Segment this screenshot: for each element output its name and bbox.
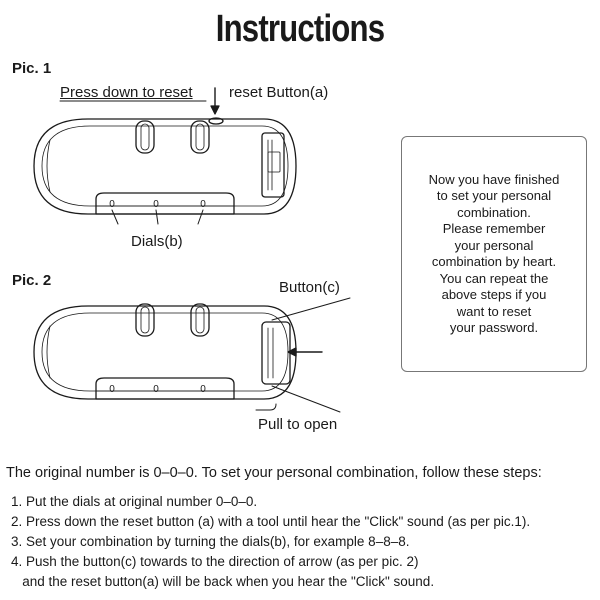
info-box: Now you have finished to set your person… — [401, 136, 587, 372]
dial-digit-3: 0 — [200, 199, 206, 210]
step-item: 3. Set your combination by turning the d… — [11, 534, 410, 549]
info-line: combination by heart. — [431, 254, 557, 269]
info-line: your password. — [449, 320, 539, 335]
pic1-label: Pic. 1 — [12, 60, 52, 77]
shackle-left — [135, 120, 155, 154]
info-line: above steps if you — [441, 287, 547, 302]
dial-digit-4: 0 — [109, 384, 115, 395]
shackle-right — [190, 120, 210, 154]
info-line: You can repeat the — [439, 270, 549, 286]
info-line: Please remember — [442, 221, 546, 236]
button-c-label: Button(c) — [279, 279, 340, 296]
step-item: and the reset button(a) will be back whe… — [11, 574, 435, 589]
step-item: 2. Press down the reset button (a) with … — [11, 514, 531, 529]
step-item: 4. Push the button(c) towards to the dir… — [11, 554, 419, 569]
step-item: 1. Put the dials at original number 0–0–… — [11, 494, 258, 509]
dials-label: Dials(b) — [131, 233, 183, 250]
end-cap-pic1 — [261, 132, 285, 198]
info-line: your personal — [454, 237, 534, 253]
pic2-label: Pic. 2 — [12, 272, 52, 289]
info-line: to set your personal — [436, 188, 552, 203]
press-down-label: Press down to reset — [60, 84, 193, 101]
info-line: want to reset — [456, 303, 532, 319]
dial-digit-5: 0 — [153, 384, 159, 395]
lock-pic2 — [33, 303, 297, 400]
lock-pic1 — [33, 117, 297, 225]
dial-digit-6: 0 — [200, 384, 206, 395]
reset-button-a — [208, 117, 224, 125]
info-line: Now you have finished — [428, 171, 560, 187]
info-line: combination. — [457, 204, 531, 220]
lock-illustration: 0 0 0 0 0 0 — [33, 87, 351, 413]
dial-digit-2: 0 — [153, 199, 159, 210]
dial-digit-1: 0 — [109, 199, 115, 210]
pull-to-open-label: Pull to open — [258, 416, 338, 433]
page-title: Instructions — [215, 8, 385, 50]
intro-text: The original number is 0–0–0. To set you… — [6, 465, 542, 481]
steps-list: 1. Put the dials at original number 0–0–… — [11, 492, 530, 592]
reset-button-label: reset Button(a) — [229, 84, 329, 101]
dial-window-pic1 — [95, 192, 235, 215]
